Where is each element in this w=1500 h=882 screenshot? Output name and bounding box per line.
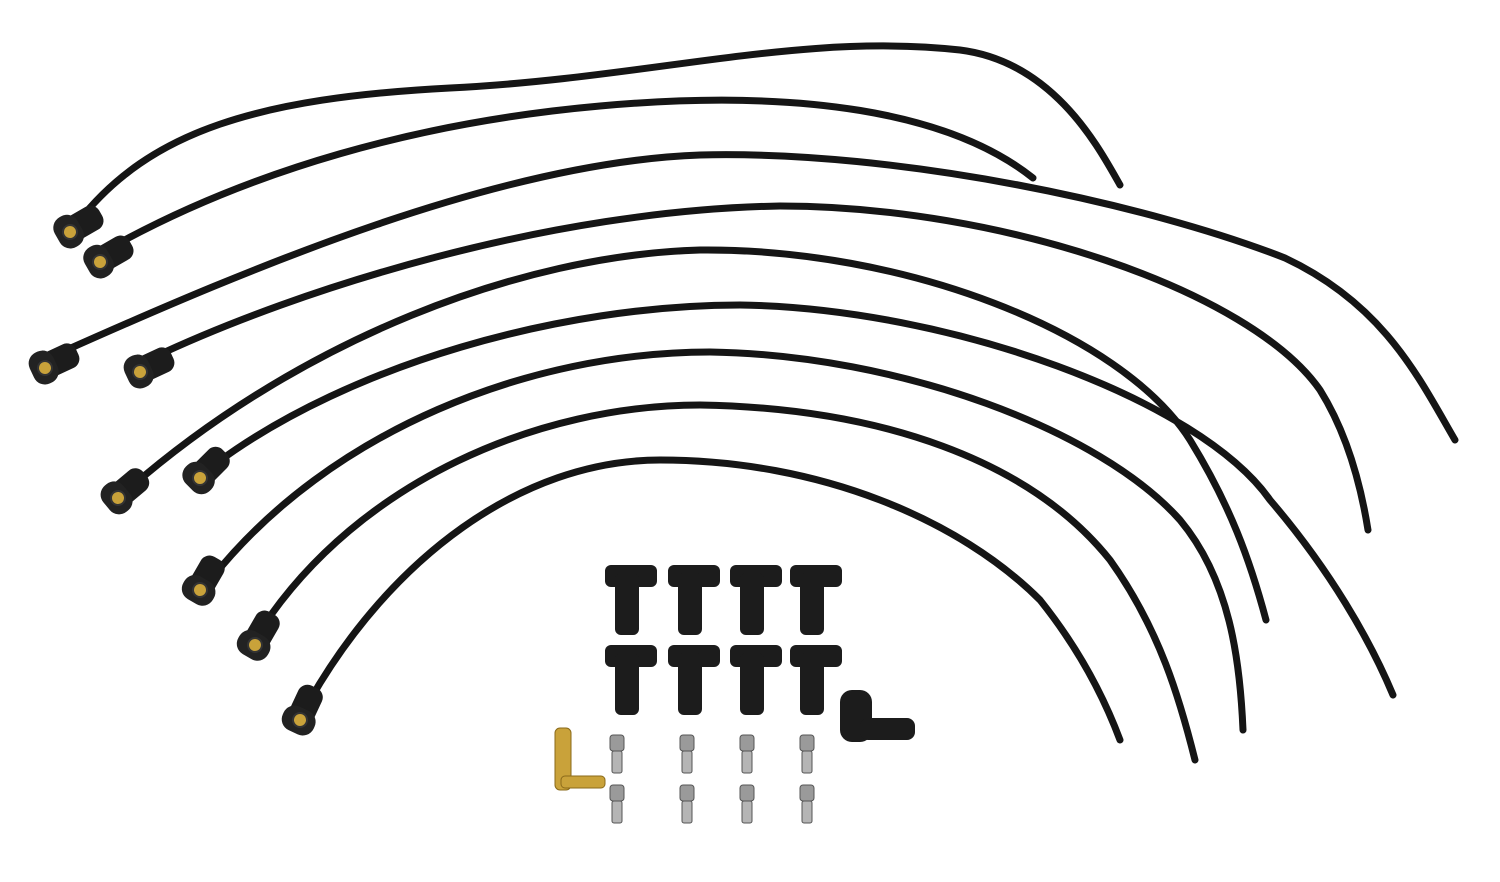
loose-boot bbox=[730, 565, 782, 635]
boot-arm bbox=[860, 718, 915, 740]
wire-terminal bbox=[739, 734, 755, 774]
ignition-wire bbox=[306, 456, 1124, 744]
boot-stem bbox=[800, 653, 824, 715]
ignition-wire bbox=[106, 96, 1037, 252]
terminal-crimp bbox=[609, 784, 625, 802]
spark-plug-boot bbox=[123, 347, 175, 389]
connector-arm bbox=[560, 775, 606, 789]
loose-boot bbox=[605, 645, 657, 715]
ignition-wire bbox=[126, 246, 1270, 624]
boot-stem bbox=[740, 653, 764, 715]
terminal-clip bbox=[681, 800, 693, 824]
loose-boot bbox=[790, 645, 842, 715]
ignition-wire bbox=[148, 202, 1372, 534]
wire-terminal bbox=[679, 784, 695, 824]
loose-parts bbox=[554, 565, 915, 824]
loose-boot-extra bbox=[840, 690, 915, 742]
wire-terminal bbox=[679, 734, 695, 774]
ignition-wire bbox=[74, 42, 1124, 226]
terminal-tip bbox=[192, 582, 208, 598]
spark-plug-boot bbox=[100, 468, 150, 515]
spark-plug-boot bbox=[236, 610, 280, 661]
terminal-crimp bbox=[739, 734, 755, 752]
terminal-tip bbox=[92, 254, 108, 270]
terminal-clip bbox=[741, 800, 753, 824]
loose-boot bbox=[668, 565, 720, 635]
loose-boot bbox=[605, 565, 657, 635]
terminal-crimp bbox=[799, 734, 815, 752]
boot-stem bbox=[678, 653, 702, 715]
loose-boot bbox=[668, 645, 720, 715]
terminal-crimp bbox=[609, 734, 625, 752]
terminal-clip bbox=[681, 750, 693, 774]
spark-plug-boot bbox=[182, 446, 230, 495]
terminal-clip bbox=[611, 750, 623, 774]
spark-plug-boot bbox=[28, 343, 80, 385]
terminal-tip bbox=[110, 490, 126, 506]
boot-stem bbox=[800, 573, 824, 635]
loose-boot bbox=[790, 565, 842, 635]
terminal-crimp bbox=[739, 784, 755, 802]
wire-terminal bbox=[739, 784, 755, 824]
terminal-clip bbox=[741, 750, 753, 774]
terminal-clip bbox=[801, 800, 813, 824]
wire-terminal bbox=[609, 784, 625, 824]
terminal-crimp bbox=[679, 734, 695, 752]
ignition-wire bbox=[258, 401, 1199, 764]
boot-stem bbox=[615, 573, 639, 635]
spark-plug-boot bbox=[83, 235, 134, 279]
ignition-wire bbox=[214, 301, 1397, 699]
terminal-crimp bbox=[679, 784, 695, 802]
wire-terminal bbox=[609, 734, 625, 774]
terminal-tip bbox=[247, 637, 263, 653]
terminal-clip bbox=[611, 800, 623, 824]
boot-stem bbox=[615, 653, 639, 715]
wire-terminal bbox=[799, 784, 815, 824]
ignition-wire bbox=[208, 348, 1247, 734]
terminal-tip bbox=[37, 360, 53, 376]
wire-terminal bbox=[799, 734, 815, 774]
spark-plug-boot bbox=[181, 555, 225, 606]
connector-body bbox=[554, 727, 572, 791]
wires bbox=[28, 42, 1459, 764]
spark-plug-boot bbox=[53, 205, 104, 249]
ignition-wire bbox=[58, 151, 1459, 444]
brass-connector bbox=[554, 727, 606, 791]
boot-stem bbox=[740, 573, 764, 635]
terminal-tip bbox=[62, 224, 78, 240]
terminal-tip bbox=[292, 712, 308, 728]
terminal-tip bbox=[192, 470, 208, 486]
terminal-clip bbox=[801, 750, 813, 774]
terminal-tip bbox=[132, 364, 148, 380]
spark-plug-boot bbox=[281, 684, 323, 736]
terminal-crimp bbox=[799, 784, 815, 802]
loose-boot bbox=[730, 645, 782, 715]
boot-stem bbox=[678, 573, 702, 635]
